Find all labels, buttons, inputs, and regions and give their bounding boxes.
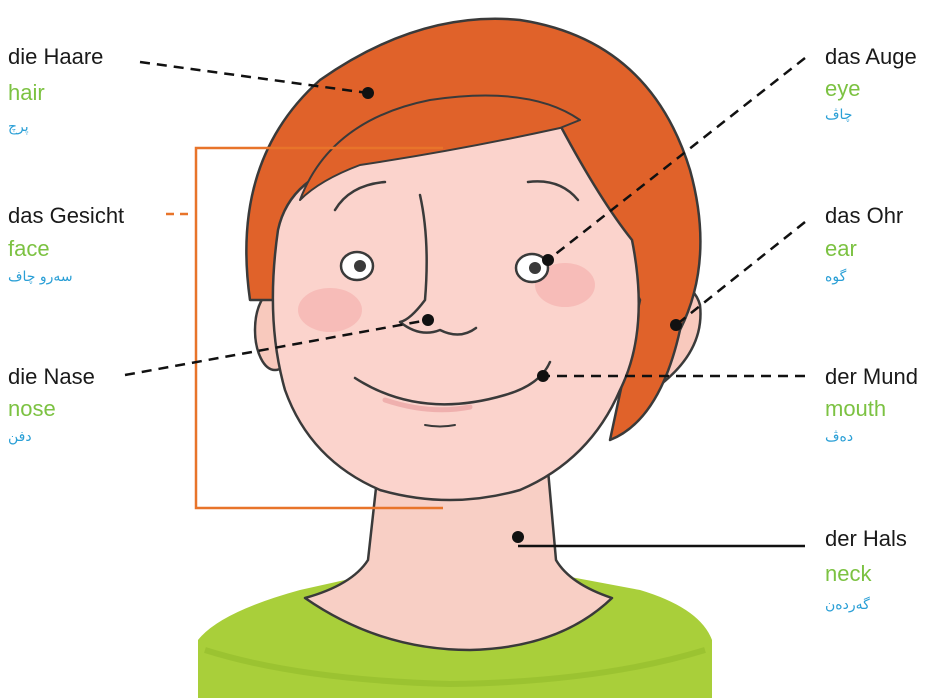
label-nose-en: nose bbox=[8, 398, 56, 420]
label-ear-de: das Ohr bbox=[825, 205, 903, 227]
label-ear-en: ear bbox=[825, 238, 857, 260]
label-hair-ku: پرچ bbox=[8, 120, 29, 134]
label-face-ku: سەرو چاف bbox=[8, 270, 73, 284]
label-face-de: das Gesicht bbox=[8, 205, 124, 227]
label-eye-ku: چاڤ bbox=[825, 108, 852, 122]
label-mouth-de: der Mund bbox=[825, 366, 918, 388]
label-neck-de: der Hals bbox=[825, 528, 907, 550]
label-mouth-ku: دەڤ bbox=[825, 430, 853, 444]
label-face-en: face bbox=[8, 238, 50, 260]
label-hair-de: die Haare bbox=[8, 46, 103, 68]
label-mouth-en: mouth bbox=[825, 398, 886, 420]
label-eye-de: das Auge bbox=[825, 46, 917, 68]
label-hair-en: hair bbox=[8, 82, 45, 104]
label-nose-de: die Nase bbox=[8, 366, 95, 388]
label-nose-ku: دفن bbox=[8, 430, 32, 444]
label-eye-en: eye bbox=[825, 78, 860, 100]
label-neck-ku: گەردەن bbox=[825, 598, 870, 612]
label-neck-en: neck bbox=[825, 563, 871, 585]
label-ear-ku: گوە bbox=[825, 270, 846, 284]
